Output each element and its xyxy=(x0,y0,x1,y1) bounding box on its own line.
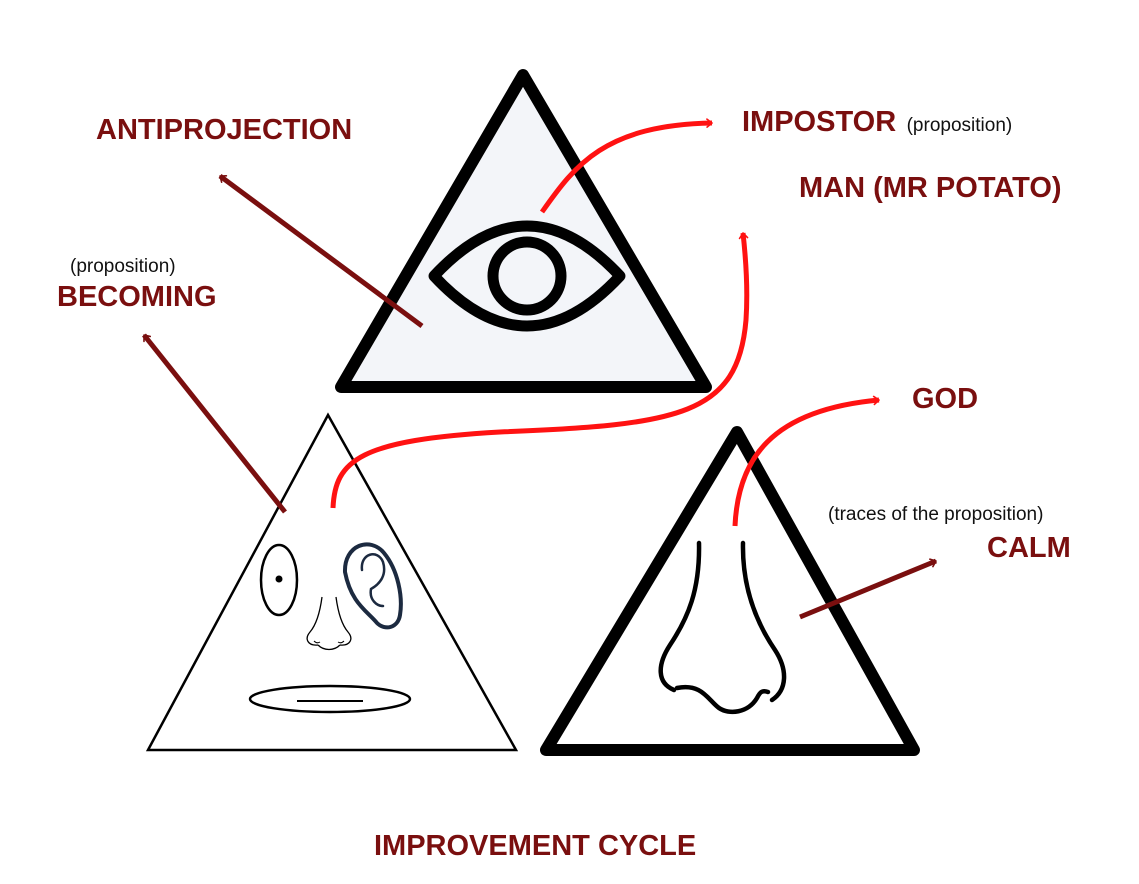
label-calm: CALM xyxy=(987,532,1071,564)
eye-triangle xyxy=(335,69,712,393)
label-becoming-note: (proposition) xyxy=(70,256,176,277)
label-antiprojection: ANTIPROJECTION xyxy=(96,114,353,146)
label-god: GOD xyxy=(912,383,979,415)
impostor-group: IMPOSTOR (proposition) xyxy=(742,106,1012,139)
face-triangle xyxy=(145,412,519,752)
eye-icon xyxy=(428,220,626,332)
arrow-god xyxy=(732,395,880,527)
label-impostor-note: (proposition) xyxy=(906,115,1013,136)
face-eye-icon xyxy=(259,543,299,617)
ear-icon xyxy=(342,542,403,630)
arrow-becoming xyxy=(142,333,287,514)
nose-triangle xyxy=(540,426,920,756)
label-man: MAN (MR POTATO) xyxy=(799,172,1062,204)
face-icon xyxy=(248,542,412,714)
label-becoming: BECOMING xyxy=(57,281,217,313)
nose-icon xyxy=(658,540,787,715)
arrow-antiprojection xyxy=(218,173,424,329)
arrow-man xyxy=(330,232,750,509)
diagram-title: IMPROVEMENT CYCLE xyxy=(374,830,697,862)
label-calm-note: (traces of the proposition) xyxy=(828,504,1044,525)
mouth-icon xyxy=(248,684,412,714)
arrow-impostor xyxy=(539,118,713,214)
arrow-calm xyxy=(799,558,937,620)
arrows xyxy=(142,118,937,620)
small-nose-icon xyxy=(306,596,352,651)
label-impostor: IMPOSTOR xyxy=(742,106,897,138)
